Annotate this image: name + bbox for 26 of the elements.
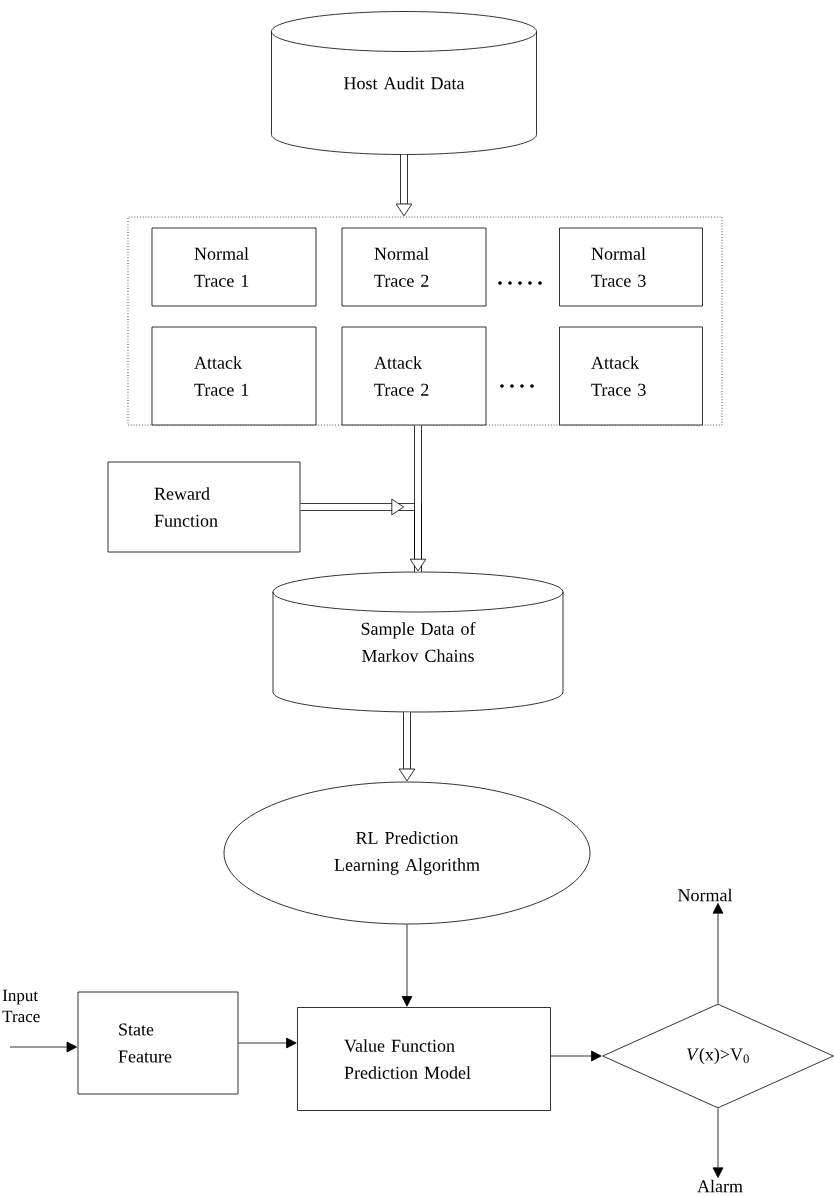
process-box: Attack Trace 2 (341, 326, 487, 426)
arrow (712, 903, 724, 1004)
arrow (409, 425, 427, 572)
process-box: Value Function Prediction Model (297, 1007, 551, 1111)
process-box: Reward Function (107, 461, 301, 553)
arrow (395, 154, 413, 217)
arrow (238, 1037, 297, 1049)
arrow (398, 712, 416, 782)
process-box: Normal Trace 3 (559, 227, 703, 307)
process-box: Attack Trace 1 (151, 326, 317, 426)
arrow (401, 924, 413, 1007)
node-label: Sample Data of Markov Chains (361, 622, 476, 662)
database-cylinder: Sample Data of Markov Chains (272, 571, 564, 713)
node-label: Host Audit Data (344, 76, 465, 90)
arrow (550, 1050, 602, 1062)
process-box: Normal Trace 1 (151, 227, 317, 307)
arrow (712, 1108, 724, 1178)
outcome-label: Normal (678, 888, 733, 902)
arrow (9, 1041, 78, 1053)
process-box: Normal Trace 2 (341, 227, 487, 307)
process-box: Attack Trace 3 (559, 326, 703, 426)
edge-label: Input Trace (2, 989, 40, 1023)
outcome-label: Alarm (697, 1179, 743, 1193)
process-box: State Feature (77, 991, 239, 1095)
arrow (300, 498, 422, 572)
database-cylinder: Host Audit Data (271, 11, 537, 155)
